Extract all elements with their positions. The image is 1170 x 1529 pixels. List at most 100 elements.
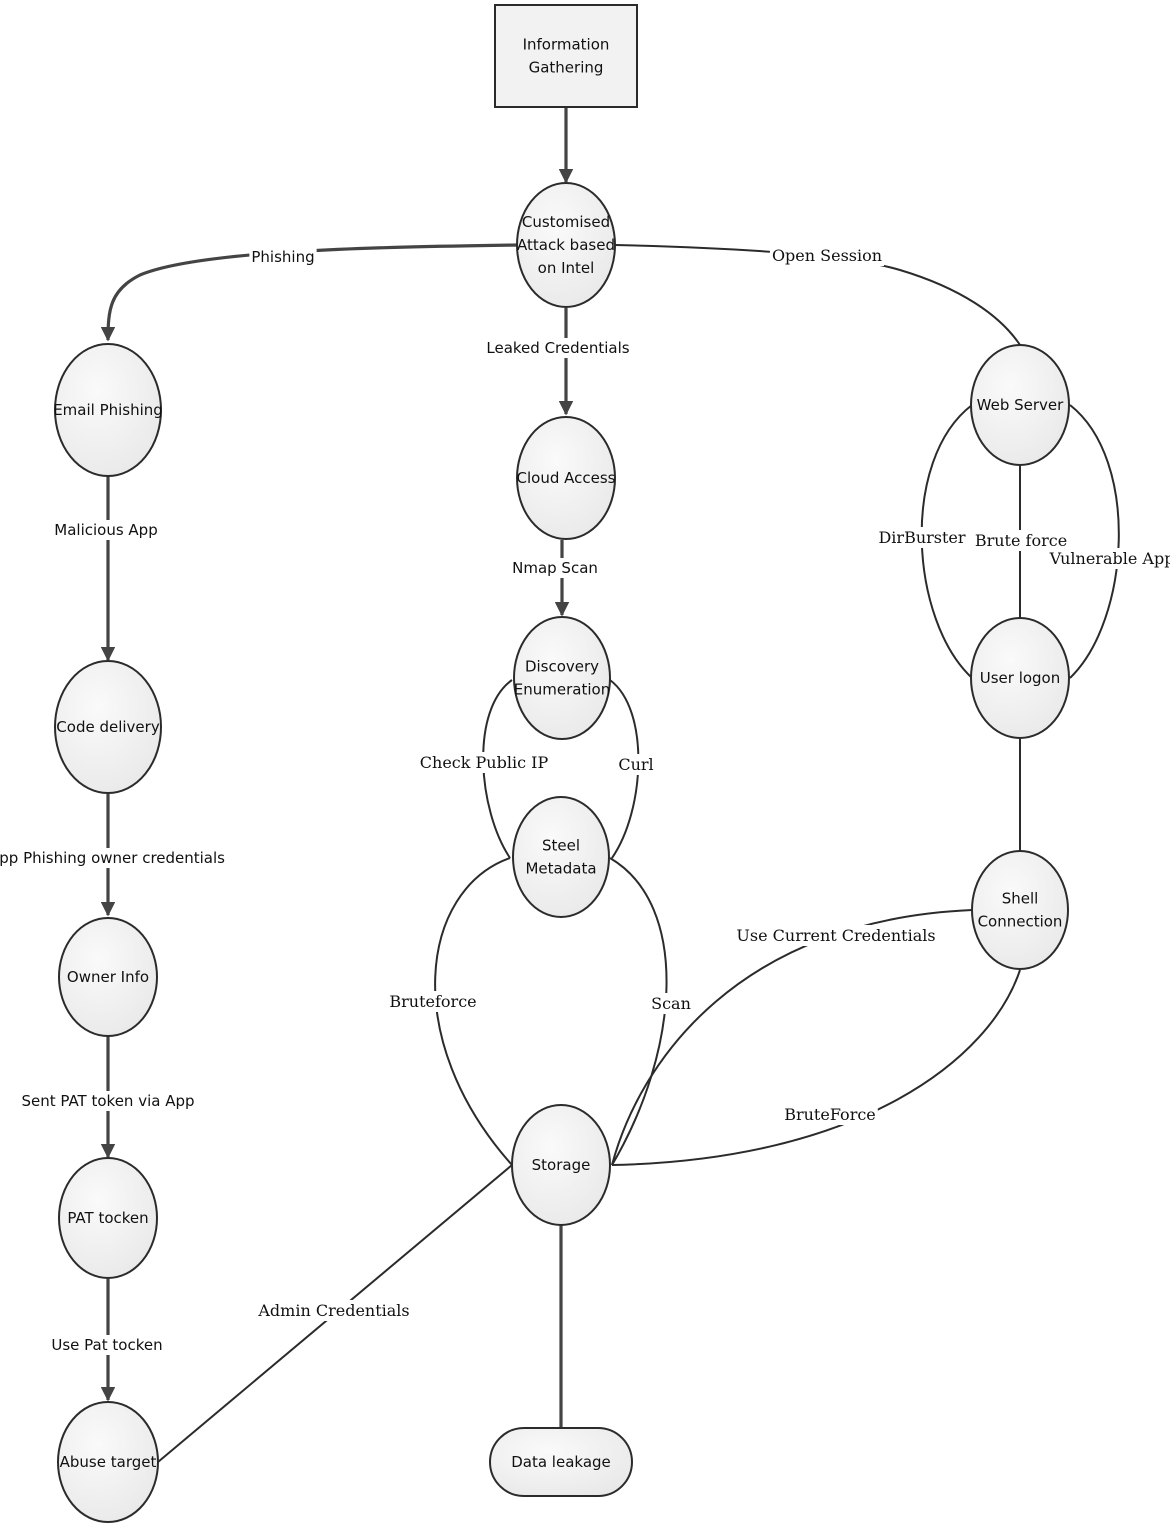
node-information-gathering-label: Information (523, 36, 610, 54)
node-owner-info: Owner Info (58, 917, 158, 1037)
node-customised-attack-shape (516, 182, 616, 308)
edge-label-brute-force: Brute force (972, 530, 1070, 551)
edge-label-text: Bruteforce (389, 992, 476, 1011)
node-shell-connection-shape (971, 850, 1069, 970)
edge-label-background (1046, 548, 1170, 569)
edge-label-brute-force-upper: BruteForce (782, 1104, 878, 1125)
node-data-leakage-shape (489, 1427, 633, 1497)
edge-bruteforce-shell (611, 969, 1021, 1166)
edge-label-text: Sent PAT token via App (21, 1092, 194, 1110)
node-code-delivery-shape (54, 660, 162, 794)
node-information-gathering-shape (494, 4, 638, 108)
edge-label-text: Use Current Credentials (736, 926, 935, 945)
node-email-phishing: Email Phishing (53, 343, 163, 477)
edge-label-background (510, 558, 600, 578)
edge-label-text: Curl (618, 755, 653, 774)
node-web-server-shape (970, 344, 1070, 466)
edge-label-text: Phishing (251, 248, 314, 266)
node-discovery-enumeration-label: Enumeration (514, 681, 610, 699)
node-discovery-enumeration-label: Discovery (525, 658, 599, 676)
node-abuse-target: Abuse target (57, 1401, 159, 1523)
edge-label-background (0, 848, 228, 868)
edge-phishing (100, 243, 518, 342)
node-owner-info-shape (58, 917, 158, 1037)
edge-label-background (782, 1104, 878, 1125)
edge-label-malicious-app: Malicious App (52, 520, 160, 540)
edge-label-text: Nmap Scan (512, 559, 598, 577)
edge-label-phishing: Phishing (249, 247, 317, 267)
edge-label-dirburster: DirBurster (876, 527, 968, 548)
node-email-phishing-label: Email Phishing (53, 401, 163, 419)
edge-label-use-current-credentials: Use Current Credentials (734, 925, 938, 946)
edge-label-background (417, 752, 551, 773)
edge-label-text: Check Public IP (420, 753, 549, 772)
node-code-delivery: Code delivery (54, 660, 162, 794)
node-customised-attack-label: Customised (522, 213, 610, 231)
node-discovery-enumeration-shape (513, 616, 611, 740)
node-cloud-access-label: Cloud Access (517, 469, 616, 487)
node-code-delivery-label: Code delivery (56, 718, 160, 736)
edge-label-text: Brute force (975, 531, 1067, 550)
node-customised-attack-label: on Intel (538, 259, 595, 277)
edge-label-nmap-scan: Nmap Scan (510, 558, 600, 578)
node-customised-attack-label: Attack based (517, 236, 615, 254)
node-pat-token-label: PAT tocken (67, 1209, 148, 1227)
node-user-logon-shape (970, 617, 1070, 739)
node-web-server-label: Web Server (977, 396, 1064, 414)
node-data-leakage: Data leakage (489, 1427, 633, 1497)
edge-label-sent-pat-token: Sent PAT token via App (19, 1091, 197, 1111)
node-storage-label: Storage (532, 1156, 591, 1174)
edge-use-current-credentials (611, 909, 973, 1166)
edge-scan (609, 857, 668, 1166)
node-user-logon-label: User logon (980, 669, 1061, 687)
edge-bruteforce (434, 857, 513, 1166)
edge-label-text: BruteForce (784, 1105, 876, 1124)
edge-label-text: Malicious App (54, 521, 157, 539)
edge-label-admin-credentials: Admin Credentials (255, 1300, 412, 1321)
node-steel-metadata-shape (512, 796, 610, 918)
node-user-logon: User logon (970, 617, 1070, 739)
node-shell-connection-label: Shell (1002, 890, 1039, 908)
edge-vulnerable-app (1069, 404, 1120, 679)
edge-label-background (876, 527, 968, 548)
edge-label-background (52, 520, 160, 540)
edge-label-text: Use Pat tocken (51, 1336, 162, 1354)
node-data-leakage-label: Data leakage (511, 1453, 611, 1471)
node-storage-shape (511, 1104, 611, 1226)
edge-label-curl: Curl (616, 754, 656, 775)
edge-label-background (249, 247, 317, 267)
edge-label-background (616, 754, 656, 775)
edge-label-text: Scan (651, 994, 691, 1013)
node-abuse-target-label: Abuse target (60, 1453, 157, 1471)
node-storage: Storage (511, 1104, 611, 1226)
edge-label-background (255, 1300, 412, 1321)
edge-label-text: Open Session (772, 246, 882, 265)
edge-label-vulnerable-app: Vulnerable App (1046, 548, 1170, 569)
edge-label-open-session: Open Session (769, 245, 885, 266)
node-owner-info-label: Owner Info (67, 968, 149, 986)
node-steel-metadata-label: Steel (542, 837, 580, 855)
edge-label-background (387, 991, 479, 1012)
node-cloud-access: Cloud Access (516, 416, 616, 540)
edge-label-background (972, 530, 1070, 551)
edge-label-bruteforce: Bruteforce (387, 991, 479, 1012)
node-shell-connection-label: Connection (978, 913, 1063, 931)
edge-label-background (769, 245, 885, 266)
node-steel-metadata-label: Metadata (525, 860, 596, 878)
edge-label-leaked-credentials: Leaked Credentials (484, 338, 632, 358)
edge-label-text: Admin Credentials (257, 1301, 409, 1320)
edge-label-app-phishing-owner-credentials: App Phishing owner credentials (0, 848, 228, 868)
node-cloud-access-shape (516, 416, 616, 540)
edge-label-use-pat-token: Use Pat tocken (49, 1335, 165, 1355)
edge-label-text: Leaked Credentials (486, 339, 629, 357)
edge-open-session (614, 244, 1021, 346)
edge-label-check-public-ip: Check Public IP (417, 752, 551, 773)
node-pat-token: PAT tocken (58, 1157, 158, 1279)
node-abuse-target-shape (57, 1401, 159, 1523)
